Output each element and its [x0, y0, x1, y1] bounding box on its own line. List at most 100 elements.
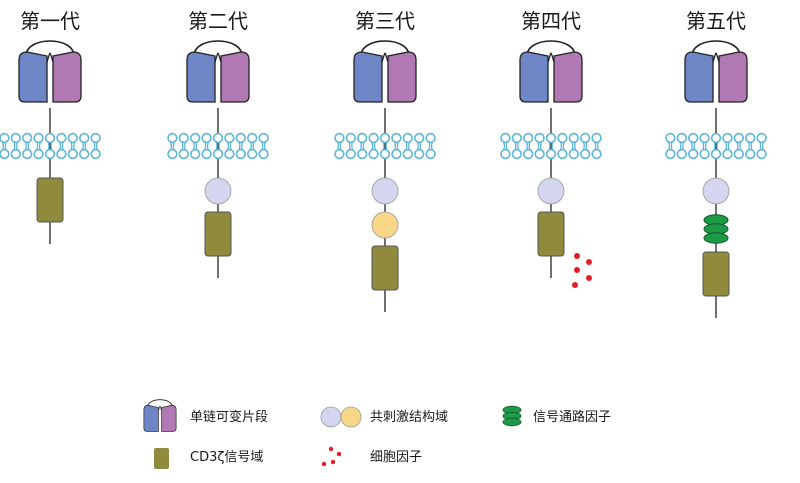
lipid-head [710, 132, 722, 144]
lipid-head [190, 148, 201, 160]
cd3z-domain [204, 211, 232, 257]
costim-domain-2 [371, 211, 399, 239]
lipid-head [201, 148, 212, 160]
scfv-hinge [547, 52, 555, 63]
lipid-head [414, 132, 425, 144]
cell-membrane [500, 132, 602, 160]
lipid-head [665, 148, 676, 160]
lipid-head [235, 132, 247, 144]
generation-3: 第三代 [334, 9, 436, 312]
lipid-head [0, 132, 10, 144]
lipid-head [33, 148, 44, 160]
generation-4: 第四代 [500, 9, 602, 288]
lipid-head [247, 148, 258, 160]
cell-membrane [167, 132, 269, 160]
lipid-head [414, 148, 425, 160]
scfv-hinge [712, 52, 720, 63]
lipid-head [722, 148, 733, 160]
cell-membrane [334, 132, 436, 160]
lipid-head [44, 148, 56, 160]
lipid-head [178, 132, 190, 144]
generation-title: 第三代 [355, 9, 415, 33]
lipid-head [368, 148, 379, 160]
lipid-head [557, 132, 568, 144]
lipid-head [10, 132, 21, 144]
lipid-head [357, 148, 368, 160]
lipid-head [67, 148, 79, 160]
costim-domain [537, 177, 565, 205]
costim2-icon [340, 406, 362, 428]
lipid-head [334, 148, 345, 160]
lipid-head [568, 148, 579, 160]
lipid-head [78, 132, 90, 144]
lipid-head [201, 132, 212, 144]
cytokine-dot-icon [321, 461, 327, 467]
costim-domain [371, 177, 399, 205]
lipid-head [687, 148, 699, 160]
pathway-disc [703, 232, 729, 244]
legend-costim-label: 共刺激结构域 [370, 410, 448, 425]
lipid-head [235, 148, 247, 160]
lipid-head [258, 148, 269, 160]
generation-5: 第五代 [665, 9, 767, 318]
scfv-vh [18, 51, 48, 103]
lipid-head [90, 148, 101, 160]
lipid-head [744, 148, 756, 160]
generations-group: 第一代 第二代 第三代 第四代 第五代 [0, 9, 767, 318]
scfv-hinge [158, 405, 162, 411]
lipid-head [391, 132, 402, 144]
lipid-head [357, 132, 368, 144]
lipid-head [522, 132, 534, 144]
generation-title: 第二代 [188, 9, 248, 33]
scfv-vh [186, 51, 216, 103]
cytokine-dot [574, 253, 580, 259]
lipid-head [368, 132, 379, 144]
lipid-head [224, 132, 235, 144]
lipid-head [579, 132, 591, 144]
generation-title: 第五代 [686, 9, 746, 33]
lipid-head [756, 132, 767, 144]
lipid-head [534, 132, 545, 144]
legend-pathway-icon [502, 405, 522, 427]
lipid-head [212, 148, 224, 160]
lipid-head [425, 132, 436, 144]
lipid-head [402, 148, 413, 160]
scfv-hinge [46, 52, 54, 63]
legend-cytokine-label: 细胞因子 [370, 450, 422, 465]
legend-cd3z-icon [154, 448, 169, 469]
scfv-linker [360, 40, 410, 57]
lipid-head [545, 132, 557, 144]
lipid-head [511, 132, 522, 144]
lipid-head [90, 132, 101, 144]
scfv-linker [25, 40, 75, 57]
scfv-linker [691, 40, 741, 57]
lipid-head [699, 148, 710, 160]
lipid-head [534, 148, 545, 160]
legend-pathway-label: 信号通路因子 [533, 409, 611, 425]
generation-1: 第一代 [0, 9, 101, 244]
scfv-hinge [214, 52, 222, 63]
scfv-linker [526, 40, 576, 57]
lipid-head [212, 132, 224, 144]
scfv-icon [143, 399, 177, 432]
lipid-head [545, 148, 557, 160]
lipid-head [10, 148, 21, 160]
lipid-head [379, 148, 391, 160]
lipid-head [676, 132, 687, 144]
lipid-head [78, 148, 90, 160]
scfv-vh [684, 51, 714, 103]
lipid-head [568, 132, 579, 144]
cell-membrane [665, 132, 767, 160]
cell-membrane [0, 132, 101, 160]
lipid-head [744, 132, 756, 144]
lipid-head [676, 148, 687, 160]
lipid-head [710, 148, 722, 160]
scfv-linker [193, 40, 243, 57]
cytokine-dot [586, 259, 592, 265]
scfv-vl [553, 51, 583, 103]
cd3z-domain [371, 245, 399, 291]
lipid-head [247, 132, 258, 144]
lipid-head [190, 132, 201, 144]
cytokine-dot-icon [328, 446, 334, 452]
